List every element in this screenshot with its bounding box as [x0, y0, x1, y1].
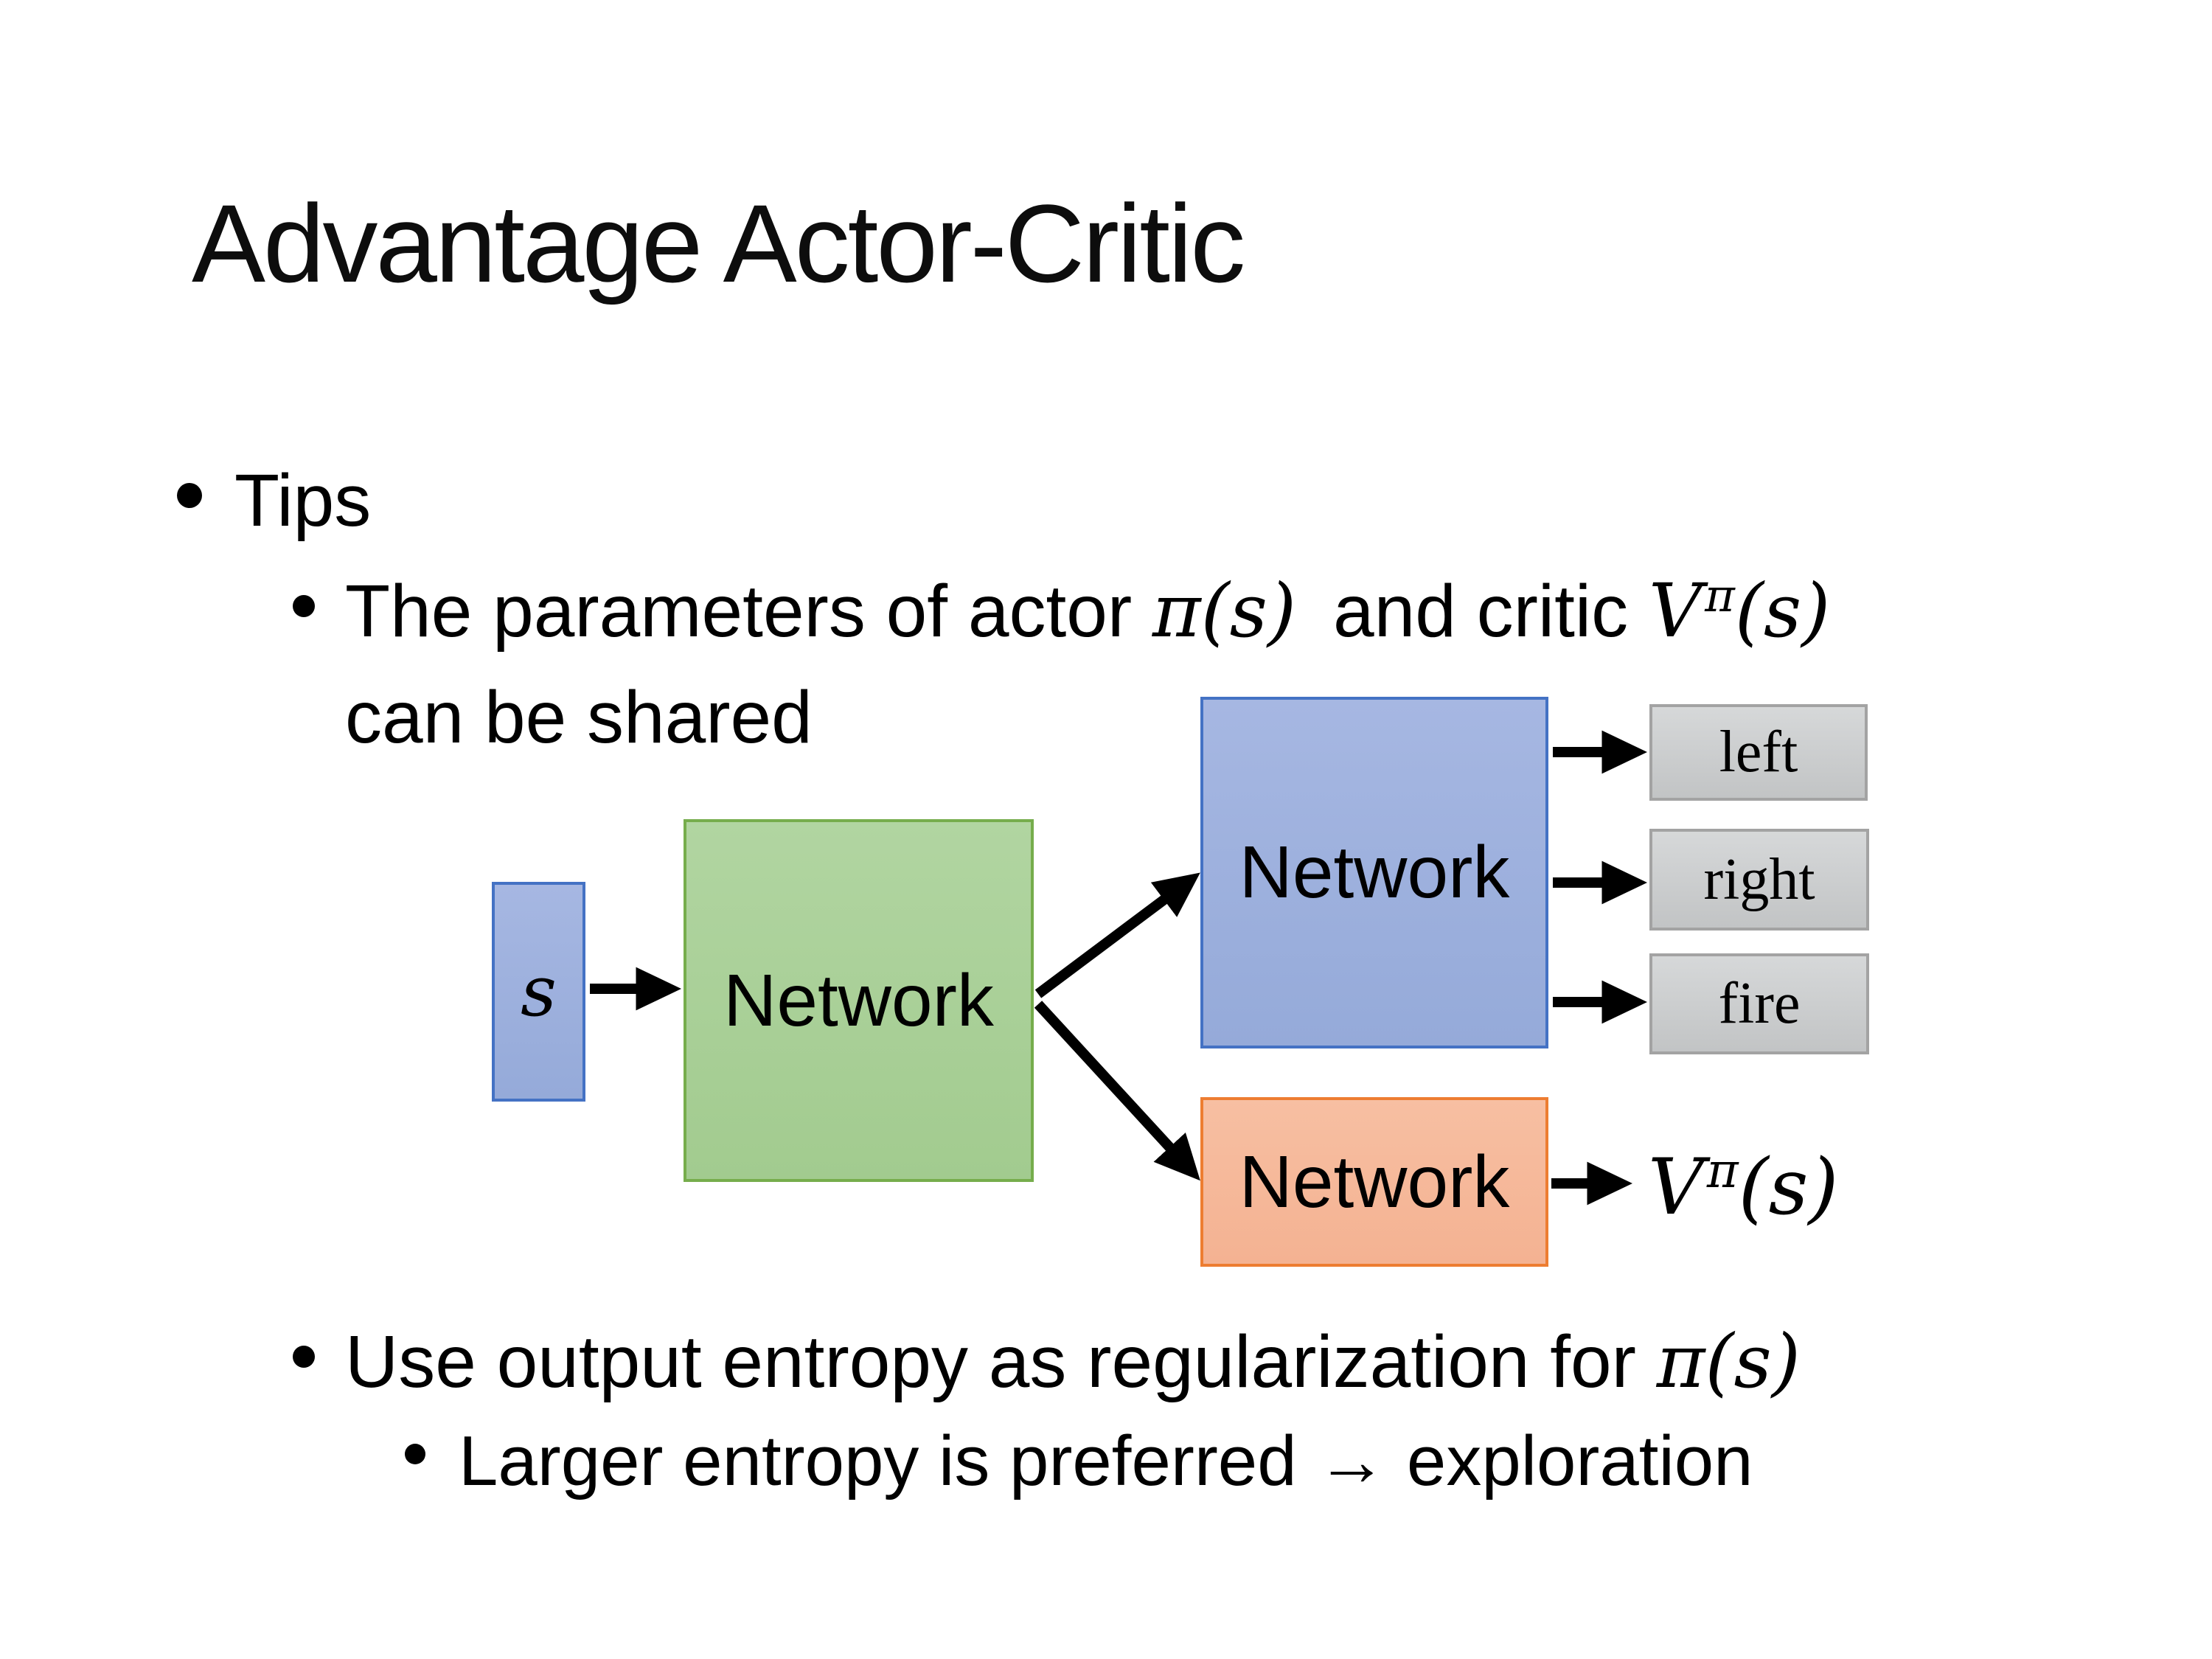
action-box-left: left: [1649, 704, 1868, 801]
action-fire-label: fire: [1718, 971, 1801, 1036]
state-input-box: s: [492, 882, 585, 1102]
action-left-label: left: [1719, 720, 1798, 785]
bullet-parameters-pre: The parameters of actor: [345, 570, 1152, 653]
actor-network-label: Network: [1239, 831, 1510, 914]
shared-network-label: Network: [723, 959, 994, 1042]
bullet-exploration: Larger entropy is preferred → exploratio…: [459, 1422, 1753, 1500]
bullet-dot-level3: [405, 1444, 425, 1464]
bullet-parameters-mid: and critic: [1296, 570, 1649, 653]
bullet-dot-level1: [177, 483, 202, 508]
bullet-parameters-line1: The parameters of actor π(s) and critic …: [345, 572, 1830, 648]
arrow-shared-to-critic: [1034, 1001, 1200, 1181]
math-v-base: V: [1648, 568, 1703, 654]
math-pi-s-2: π(s): [1656, 1318, 1801, 1405]
critic-network-box: Network: [1200, 1097, 1548, 1267]
value-v-sup-pi: π: [1706, 1144, 1739, 1200]
state-input-label: s: [521, 951, 557, 1032]
math-pi-s: π(s): [1152, 568, 1296, 654]
action-box-fire: fire: [1649, 953, 1869, 1054]
action-right-label: right: [1703, 846, 1815, 912]
bullet-entropy-pre: Use output entropy as regularization for: [345, 1321, 1657, 1403]
shared-network-box: Network: [684, 819, 1034, 1182]
bullet-dot-level2b: [293, 1346, 315, 1368]
value-v-base: V: [1648, 1142, 1704, 1232]
critic-value-output: Vπ(s): [1648, 1147, 1838, 1226]
page-title: Advantage Actor-Critic: [192, 181, 1245, 305]
value-v-args: (s): [1738, 1142, 1839, 1232]
math-v-args: (s): [1734, 568, 1831, 654]
actor-network-box: Network: [1200, 697, 1548, 1048]
bullet-dot-level2: [293, 595, 315, 617]
math-v-sup-pi: π: [1705, 568, 1735, 622]
bullet-entropy: Use output entropy as regularization for…: [345, 1325, 1801, 1399]
bullet-parameters-line2: can be shared: [345, 676, 813, 759]
action-box-right: right: [1649, 829, 1869, 931]
critic-network-label: Network: [1239, 1140, 1510, 1223]
arrow-shared-to-actor: [1034, 872, 1200, 998]
bullet-tips: Tips: [234, 459, 372, 542]
